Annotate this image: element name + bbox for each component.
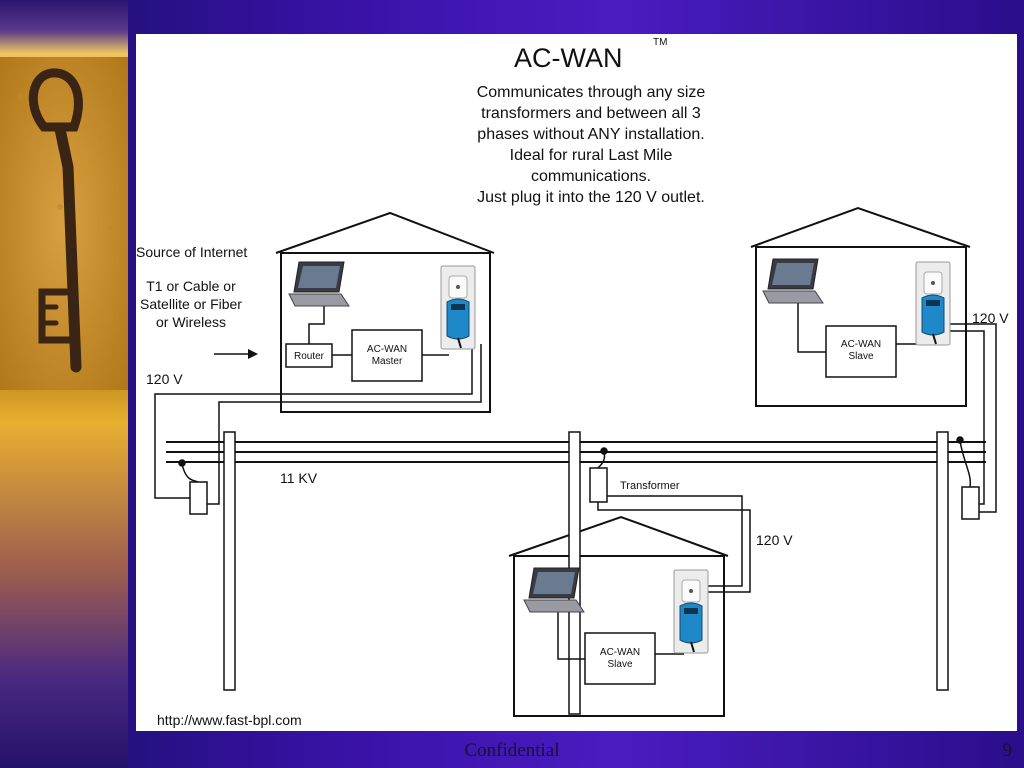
laptop-icon xyxy=(288,261,350,307)
outlet-device-icon xyxy=(440,265,476,350)
slave-label-line: Slave xyxy=(848,351,873,362)
transformer-box xyxy=(589,467,608,503)
description-line: Communicates through any size xyxy=(477,84,706,101)
ac-wan-slave-box xyxy=(825,325,897,378)
house-roof xyxy=(275,211,495,254)
house-roof xyxy=(750,206,971,248)
voltage-label-left: 120 V xyxy=(146,371,183,387)
network-diagram: AC-WAN TM Communicates through any size … xyxy=(136,37,1009,728)
outlet-device-icon xyxy=(915,261,951,346)
key-icon xyxy=(0,57,128,390)
source-type-line: or Wireless xyxy=(156,314,226,330)
utility-pole xyxy=(223,431,236,691)
description-line: communications. xyxy=(531,168,651,185)
slave-label-line: AC-WAN xyxy=(841,339,881,350)
slave-label-line: Slave xyxy=(607,659,632,670)
source-label: Source of Internet xyxy=(136,244,247,260)
slide-content: AC-WAN TM Communicates through any size … xyxy=(136,34,1017,731)
arrow-icon xyxy=(248,349,258,359)
house-master xyxy=(280,252,491,413)
description-line: transformers and between all 3 xyxy=(481,105,701,122)
voltage-label-right: 120 V xyxy=(972,310,1009,326)
house-slave-bottom xyxy=(513,555,725,717)
outlet-device-icon xyxy=(673,569,709,654)
slave-label-line: AC-WAN xyxy=(600,647,640,658)
house-slave-right xyxy=(755,246,967,407)
transformer-label: Transformer xyxy=(620,480,680,492)
line-voltage-label: 11 KV xyxy=(280,470,318,486)
router-label: Router xyxy=(294,351,325,362)
trademark-mark: TM xyxy=(653,37,667,48)
master-label-line: Master xyxy=(372,356,403,367)
source-type-line: T1 or Cable or xyxy=(146,278,236,294)
sidebar-decoration xyxy=(0,0,128,768)
source-type-line: Satellite or Fiber xyxy=(140,296,242,312)
laptop-icon xyxy=(762,258,824,304)
ac-wan-master-box xyxy=(351,329,423,382)
house-roof xyxy=(508,515,729,557)
description-line: phases without ANY installation. xyxy=(477,126,704,143)
voltage-label-middle: 120 V xyxy=(756,532,793,548)
footer-confidential: Confidential xyxy=(464,740,560,761)
description-line: Ideal for rural Last Mile xyxy=(510,147,673,164)
transformer-box xyxy=(189,481,208,515)
laptop-icon xyxy=(523,567,585,613)
utility-pole xyxy=(936,431,949,691)
source-url[interactable]: http://www.fast-bpl.com xyxy=(157,712,302,728)
page-number: 9 xyxy=(1002,740,1013,761)
master-label-line: AC-WAN xyxy=(367,344,407,355)
description-line: Just plug it into the 120 V outlet. xyxy=(477,189,705,206)
transformer-box xyxy=(961,486,980,520)
diagram-title: AC-WAN xyxy=(514,43,623,73)
